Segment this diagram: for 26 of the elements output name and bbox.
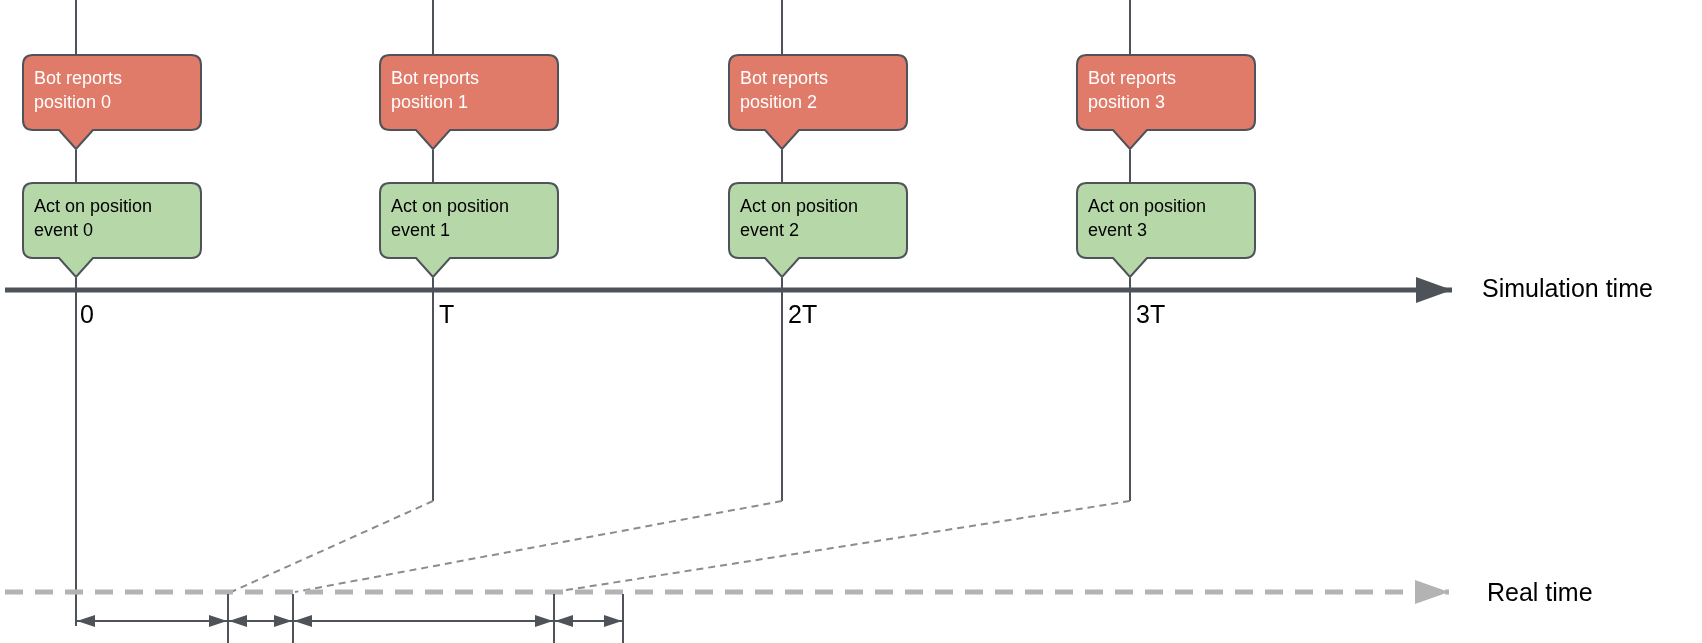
bubble-text: Bot reports position 0 bbox=[34, 67, 124, 114]
action-bubble bbox=[728, 182, 908, 278]
tick-label: T bbox=[439, 300, 455, 329]
connector-line bbox=[1129, 149, 1131, 183]
tick-label: 2T bbox=[788, 300, 818, 329]
bubble-text: Bot reports position 2 bbox=[740, 67, 830, 114]
report-bubble bbox=[728, 54, 908, 150]
bubble-text: Act on position event 0 bbox=[34, 195, 154, 242]
action-bubble bbox=[1076, 182, 1256, 278]
bubble-text: Act on position event 2 bbox=[740, 195, 860, 242]
connector-line bbox=[781, 149, 783, 183]
bubble-text: Act on position event 1 bbox=[391, 195, 511, 242]
tick-label: 0 bbox=[80, 300, 94, 329]
connector-line bbox=[432, 149, 434, 183]
bubble-text: Bot reports position 1 bbox=[391, 67, 481, 114]
bubble-text: Act on position event 3 bbox=[1088, 195, 1208, 242]
report-bubble bbox=[1076, 54, 1256, 150]
bubble-text: Bot reports position 3 bbox=[1088, 67, 1178, 114]
action-bubble bbox=[379, 182, 559, 278]
connector-line bbox=[75, 149, 77, 183]
report-bubble bbox=[379, 54, 559, 150]
action-bubble bbox=[22, 182, 202, 278]
tick-label: 3T bbox=[1136, 300, 1166, 329]
axis-label: Real time bbox=[1487, 578, 1593, 607]
axis-label: Simulation time bbox=[1482, 274, 1653, 303]
report-bubble bbox=[22, 54, 202, 150]
